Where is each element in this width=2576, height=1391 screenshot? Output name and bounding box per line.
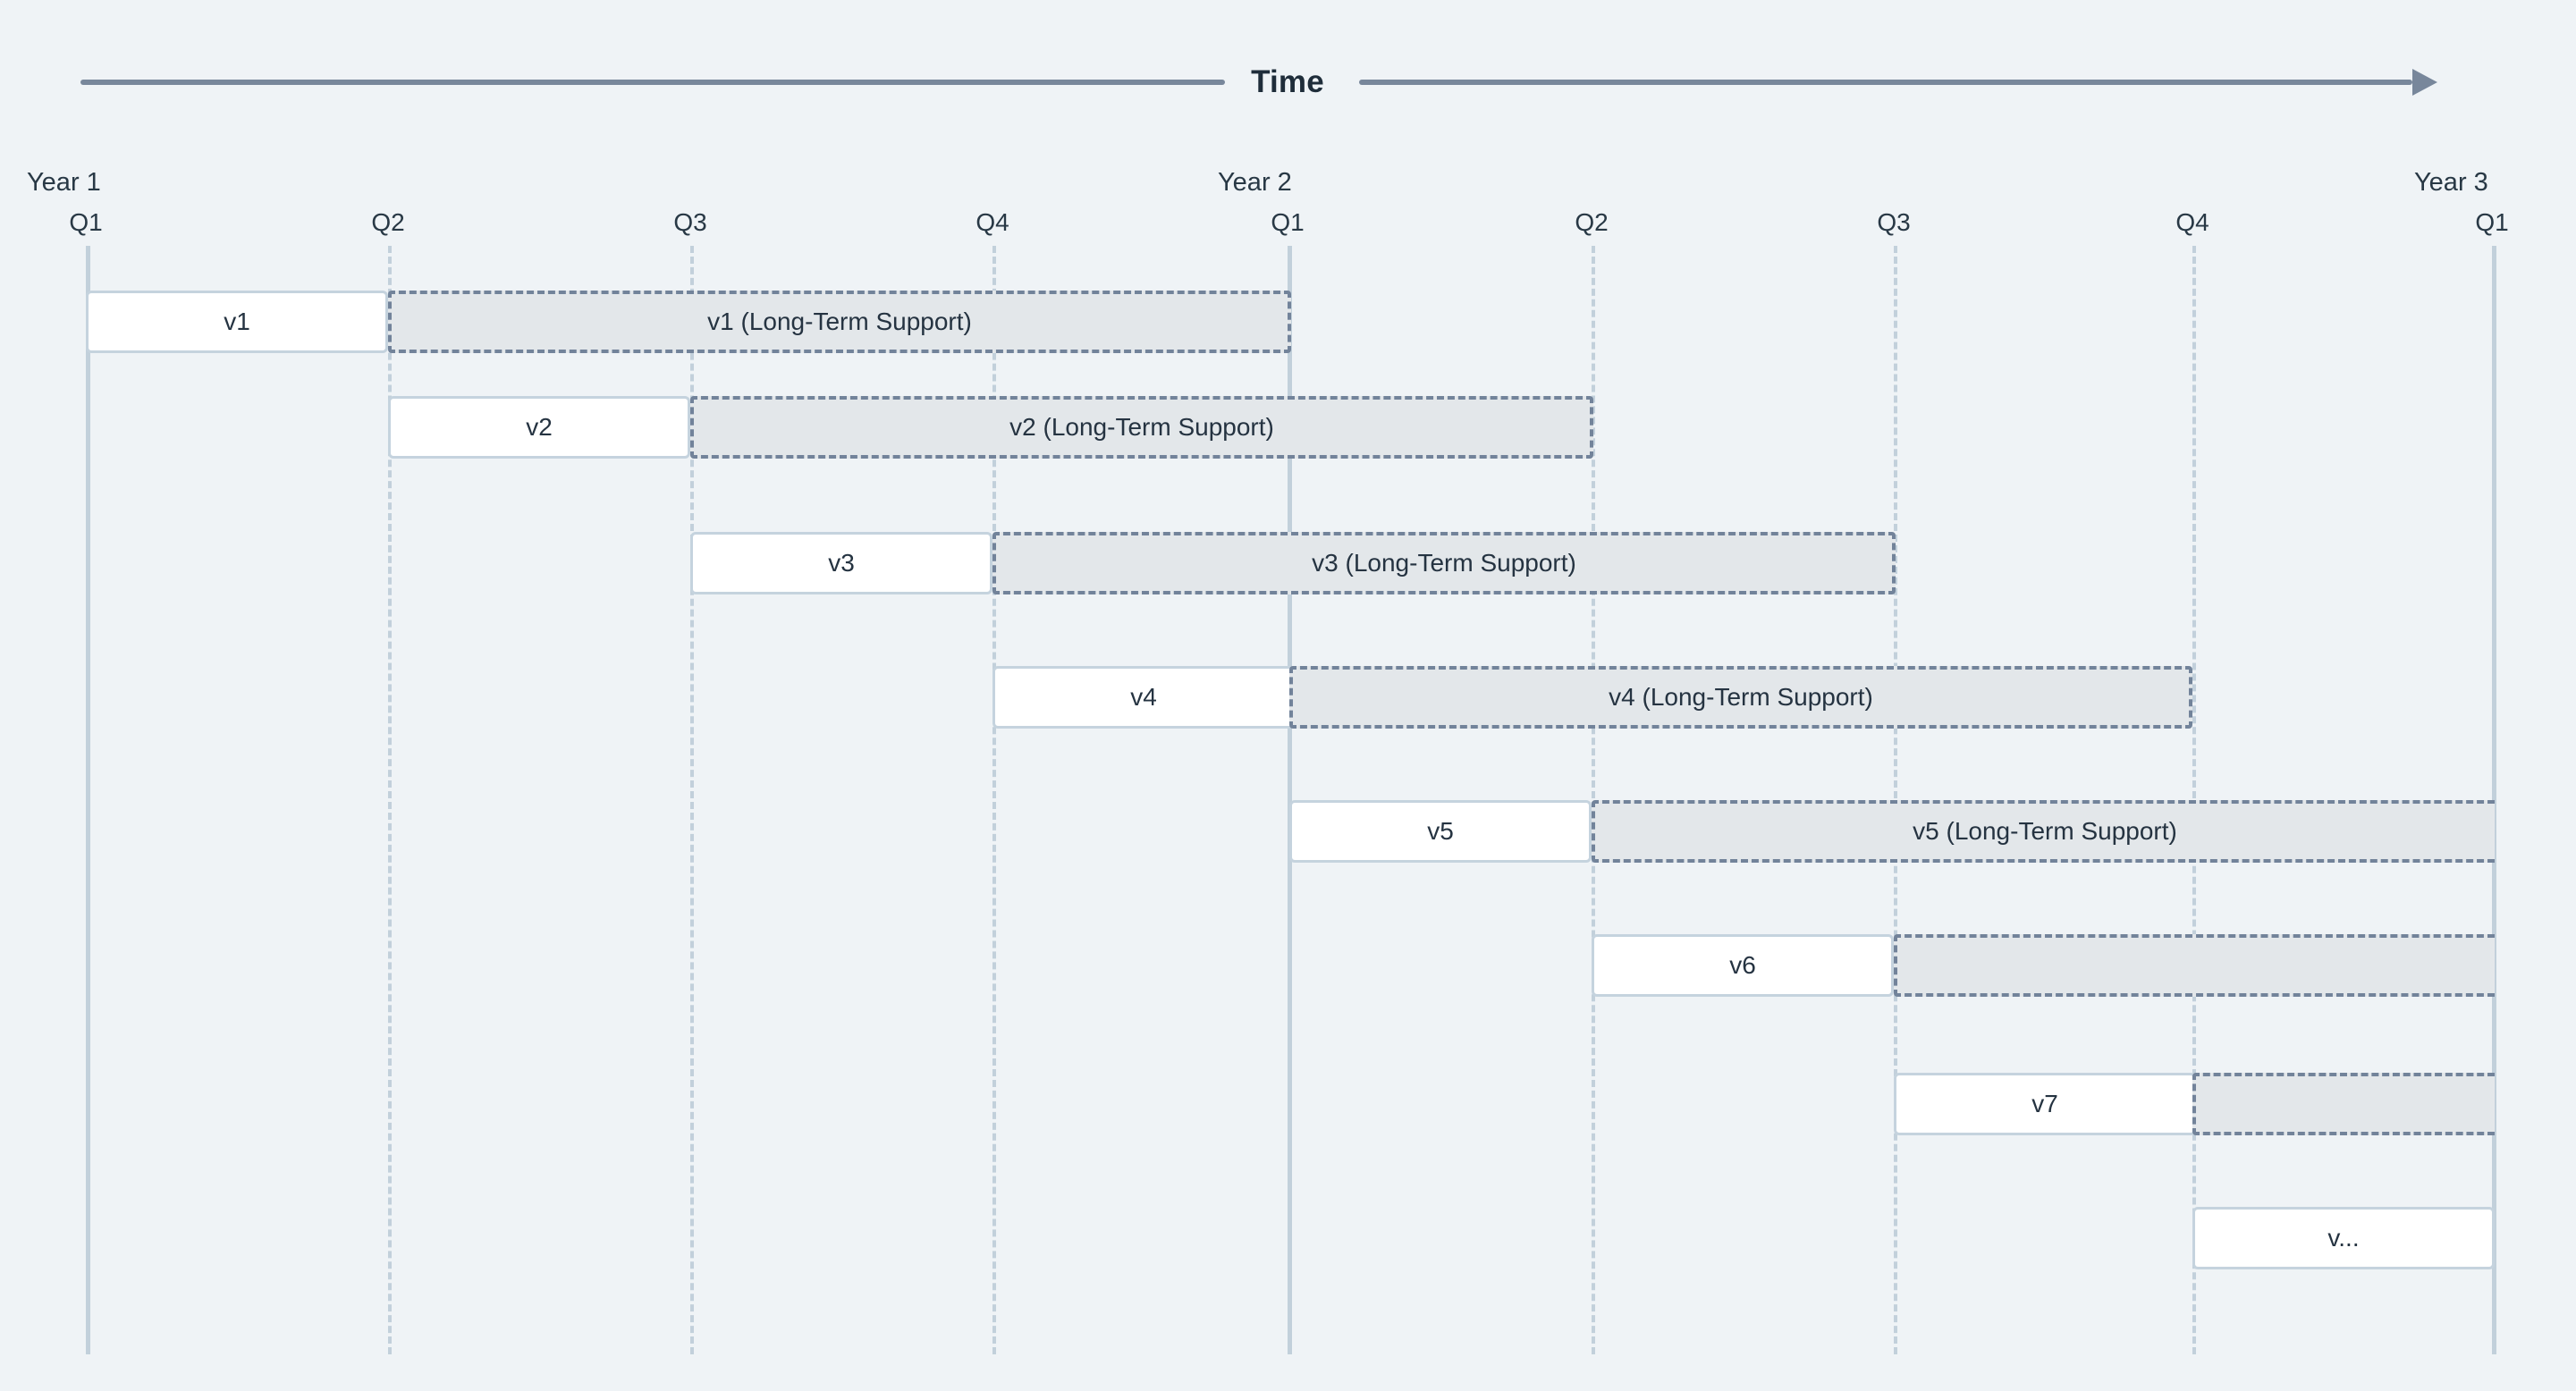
release-bar-lts[interactable]: v5 (Long-Term Support) <box>1592 800 2495 863</box>
time-axis-label: Time <box>1251 64 1324 99</box>
quarter-label: Q3 <box>673 208 707 236</box>
release-bar-lts[interactable]: v1 (Long-Term Support) <box>388 291 1291 353</box>
release-bar-lts[interactable] <box>2192 1073 2495 1135</box>
quarter-label: Q2 <box>1575 208 1609 236</box>
time-arrow-icon <box>2412 69 2437 96</box>
release-bar-active[interactable]: v2 <box>388 396 690 459</box>
release-bar-active[interactable]: v5 <box>1289 800 1592 863</box>
quarter-label: Q1 <box>69 208 103 236</box>
gridline-dashed <box>388 246 392 1354</box>
gridline-solid <box>1288 246 1292 1354</box>
release-bar-active[interactable]: v1 <box>86 291 388 353</box>
year-label: Year 2 <box>1218 168 1292 197</box>
time-axis-line-right <box>1359 80 2412 85</box>
quarter-label: Q4 <box>2175 208 2209 236</box>
release-bar-lts[interactable] <box>1894 934 2495 997</box>
quarter-label: Q3 <box>1877 208 1911 236</box>
gridline-solid <box>86 246 90 1354</box>
time-axis: Time <box>0 54 2576 109</box>
release-bar-lts[interactable]: v2 (Long-Term Support) <box>690 396 1593 459</box>
release-bar-active[interactable]: v... <box>2192 1207 2495 1269</box>
release-bar-active[interactable]: v6 <box>1592 934 1894 997</box>
release-bar-lts[interactable]: v3 (Long-Term Support) <box>992 532 1896 594</box>
year-label: Year 1 <box>27 168 101 197</box>
release-bar-lts[interactable]: v4 (Long-Term Support) <box>1289 666 2192 729</box>
quarter-label: Q1 <box>2475 208 2509 236</box>
release-bar-active[interactable]: v3 <box>690 532 992 594</box>
time-axis-line-left <box>80 80 1225 85</box>
quarter-label: Q2 <box>371 208 405 236</box>
quarter-label: Q4 <box>976 208 1009 236</box>
gridline-dashed <box>690 246 694 1354</box>
quarter-label: Q1 <box>1271 208 1305 236</box>
year-label: Year 3 <box>2414 168 2488 197</box>
release-bar-active[interactable]: v7 <box>1894 1073 2196 1135</box>
gridline-dashed <box>992 246 996 1354</box>
release-bar-active[interactable]: v4 <box>992 666 1295 729</box>
